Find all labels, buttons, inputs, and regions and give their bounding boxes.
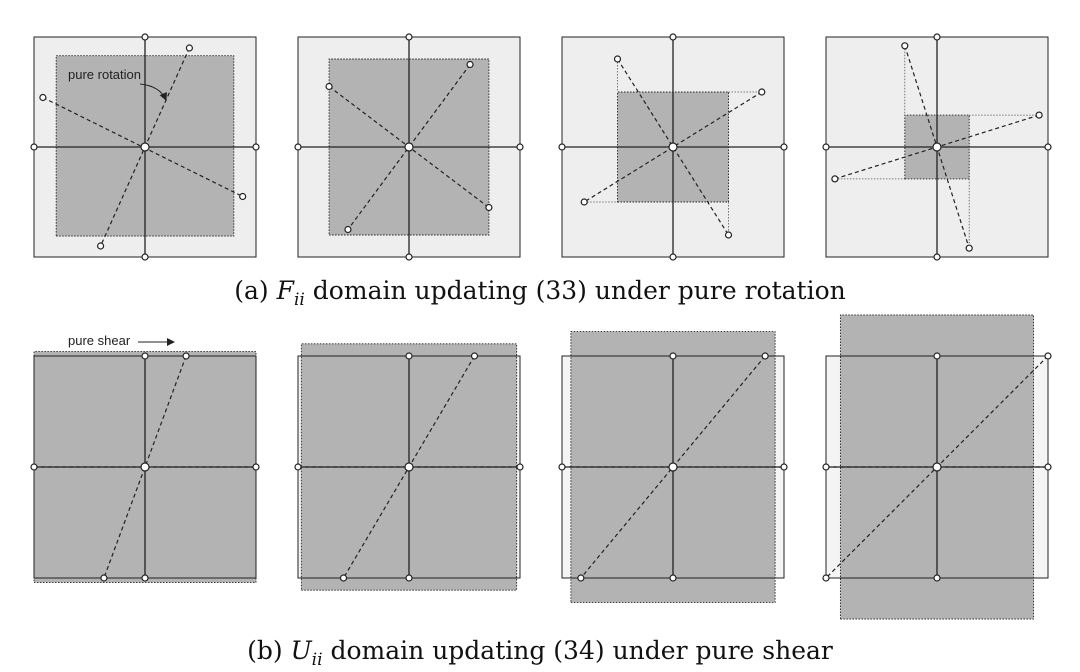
node-marker <box>1044 463 1052 471</box>
node-marker <box>933 253 941 261</box>
node-marker <box>405 33 413 41</box>
node-marker <box>724 231 733 239</box>
node-marker <box>669 33 677 41</box>
caption-a-prefix: (a) <box>234 276 277 305</box>
shear-panel-2 <box>294 343 524 591</box>
node-marker <box>405 253 413 261</box>
node-marker <box>516 143 524 151</box>
node-marker <box>558 143 566 151</box>
node-marker <box>30 143 38 151</box>
node-marker <box>466 60 474 69</box>
caption-a-subscript: ii <box>293 290 305 310</box>
node-marker <box>758 88 766 96</box>
rotation-arrow-icon <box>139 83 167 101</box>
node-marker <box>668 462 678 472</box>
shear-label: pure shear <box>68 333 131 348</box>
node-marker <box>516 463 524 471</box>
node-marker <box>141 253 149 261</box>
node-marker <box>831 175 839 183</box>
node-marker <box>577 574 585 582</box>
node-marker <box>404 142 414 152</box>
node-marker <box>100 574 108 582</box>
caption-a: (a) Fii domain updating (33) under pure … <box>0 276 1080 310</box>
node-marker <box>252 143 260 151</box>
shear-panel-4 <box>822 314 1052 620</box>
node-marker <box>405 574 413 582</box>
node-marker <box>39 93 47 102</box>
node-marker <box>613 55 622 63</box>
rotation-panel-1 <box>30 33 260 261</box>
caption-a-text: domain updating (33) under pure rotation <box>304 276 846 305</box>
rotation-panel-2 <box>294 33 524 261</box>
rotation-panel-4 <box>822 33 1052 261</box>
node-marker <box>239 192 247 201</box>
node-marker <box>185 44 193 52</box>
caption-b-subscript: ii <box>311 650 323 670</box>
node-marker <box>96 242 105 250</box>
shear-panel-3 <box>558 331 788 603</box>
node-marker <box>932 142 942 152</box>
caption-b-variable: U <box>290 636 312 665</box>
node-marker <box>470 352 479 360</box>
caption-b-prefix: (b) <box>247 636 291 665</box>
shear-panel-1 <box>30 351 260 583</box>
node-marker <box>182 352 190 360</box>
node-marker <box>344 225 352 234</box>
node-marker <box>965 244 973 252</box>
node-marker <box>405 352 413 360</box>
dashed-line <box>42 96 243 198</box>
rotation-label: pure rotation <box>68 67 141 82</box>
node-marker <box>780 463 788 471</box>
node-marker <box>1035 111 1043 119</box>
node-marker <box>669 352 677 360</box>
node-marker <box>252 463 260 471</box>
rotation-panel-3 <box>558 33 788 261</box>
node-marker <box>669 574 677 582</box>
node-marker <box>140 142 150 152</box>
caption-b: (b) Uii domain updating (34) under pure … <box>0 636 1080 670</box>
node-marker <box>761 352 769 360</box>
node-marker <box>822 143 830 151</box>
node-marker <box>669 253 677 261</box>
node-marker <box>294 463 302 471</box>
dashed-line <box>103 355 187 579</box>
node-marker <box>668 142 678 152</box>
node-marker <box>485 203 493 212</box>
node-marker <box>1044 352 1052 360</box>
node-marker <box>141 352 149 360</box>
node-marker <box>933 33 941 41</box>
node-marker <box>933 574 941 582</box>
rotation-annotation: pure rotation <box>68 67 167 101</box>
node-marker <box>580 198 588 206</box>
caption-b-text: domain updating (34) under pure shear <box>322 636 833 665</box>
node-marker <box>141 33 149 41</box>
node-marker <box>932 462 942 472</box>
panels-layer <box>30 33 1052 620</box>
node-marker <box>141 574 149 582</box>
node-marker <box>901 42 909 50</box>
caption-a-variable: F <box>276 276 294 305</box>
node-marker <box>294 143 302 151</box>
node-marker <box>822 463 830 471</box>
dashed-line <box>580 355 766 579</box>
node-marker <box>30 463 38 471</box>
node-marker <box>822 574 830 582</box>
node-marker <box>558 463 566 471</box>
dashed-line <box>347 64 471 230</box>
node-marker <box>780 143 788 151</box>
node-marker <box>140 462 150 472</box>
node-marker <box>933 352 941 360</box>
node-marker <box>339 574 348 582</box>
node-marker <box>1044 143 1052 151</box>
node-marker <box>404 462 414 472</box>
node-marker <box>325 82 333 91</box>
shear-annotation: pure shear <box>68 333 175 348</box>
